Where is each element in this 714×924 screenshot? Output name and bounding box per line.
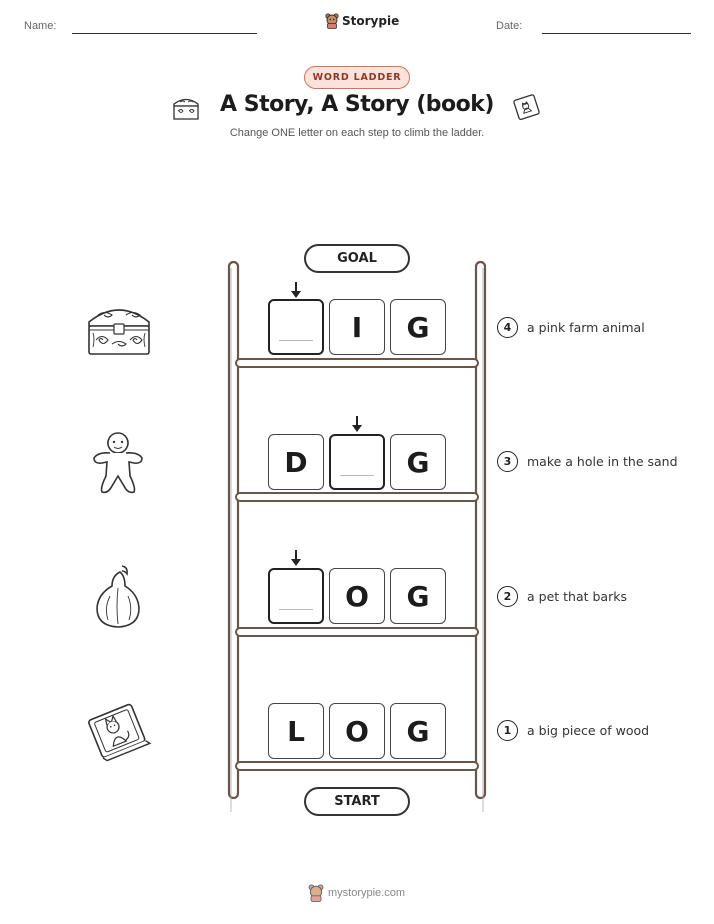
letter-tile-blank[interactable] bbox=[268, 568, 324, 624]
write-line bbox=[340, 475, 374, 476]
letter-tile: G bbox=[390, 434, 446, 490]
storypie-logo: Storypie bbox=[325, 13, 399, 29]
logo-text: Storypie bbox=[342, 14, 400, 28]
clue-3: 3 make a hole in the sand bbox=[497, 451, 678, 472]
clue-2: 2 a pet that barks bbox=[497, 586, 627, 607]
down-arrow-icon bbox=[352, 416, 362, 432]
treasure-chest-picture bbox=[88, 309, 150, 355]
letter-tile: G bbox=[390, 299, 446, 355]
write-line bbox=[279, 609, 313, 610]
gourd-picture bbox=[96, 565, 140, 628]
letter-tile: I bbox=[329, 299, 385, 355]
footer-url[interactable]: mystorypie.com bbox=[328, 887, 406, 899]
bear-mascot-icon bbox=[308, 884, 324, 902]
word-ladder-badge: WORD LADDER bbox=[304, 66, 410, 89]
cat-book-icon bbox=[513, 94, 540, 121]
treasure-chest-icon bbox=[173, 98, 199, 120]
gingerbread-man-picture bbox=[93, 432, 143, 494]
write-line bbox=[279, 340, 313, 341]
start-label: START bbox=[304, 787, 410, 816]
letter-tile: L bbox=[268, 703, 324, 759]
bear-mascot-icon bbox=[325, 13, 339, 29]
clue-number: 2 bbox=[497, 586, 518, 607]
letter-tile: O bbox=[329, 568, 385, 624]
letter-tile-blank[interactable] bbox=[329, 434, 385, 490]
clue-number: 3 bbox=[497, 451, 518, 472]
clue-text: a pink farm animal bbox=[527, 320, 645, 335]
cat-book-picture bbox=[88, 703, 152, 762]
date-label: Date: bbox=[496, 20, 523, 32]
letter-tile-blank[interactable] bbox=[268, 299, 324, 355]
page-title: A Story, A Story (book) bbox=[220, 92, 494, 117]
name-label: Name: bbox=[24, 20, 57, 32]
down-arrow-icon bbox=[291, 282, 301, 298]
letter-tile: D bbox=[268, 434, 324, 490]
clue-number: 4 bbox=[497, 317, 518, 338]
clue-4: 4 a pink farm animal bbox=[497, 317, 645, 338]
page-subtitle: Change ONE letter on each step to climb … bbox=[229, 127, 485, 139]
letter-tile: G bbox=[390, 703, 446, 759]
goal-label: GOAL bbox=[304, 244, 410, 273]
footer: mystorypie.com bbox=[308, 884, 405, 902]
date-line[interactable] bbox=[542, 33, 691, 34]
clue-number: 1 bbox=[497, 720, 518, 741]
clue-1: 1 a big piece of wood bbox=[497, 720, 649, 741]
letter-tile: O bbox=[329, 703, 385, 759]
clue-text: a pet that barks bbox=[527, 589, 627, 604]
clue-text: make a hole in the sand bbox=[527, 454, 678, 469]
letter-tile: G bbox=[390, 568, 446, 624]
down-arrow-icon bbox=[291, 550, 301, 566]
name-line[interactable] bbox=[72, 33, 257, 34]
clue-text: a big piece of wood bbox=[527, 723, 650, 738]
